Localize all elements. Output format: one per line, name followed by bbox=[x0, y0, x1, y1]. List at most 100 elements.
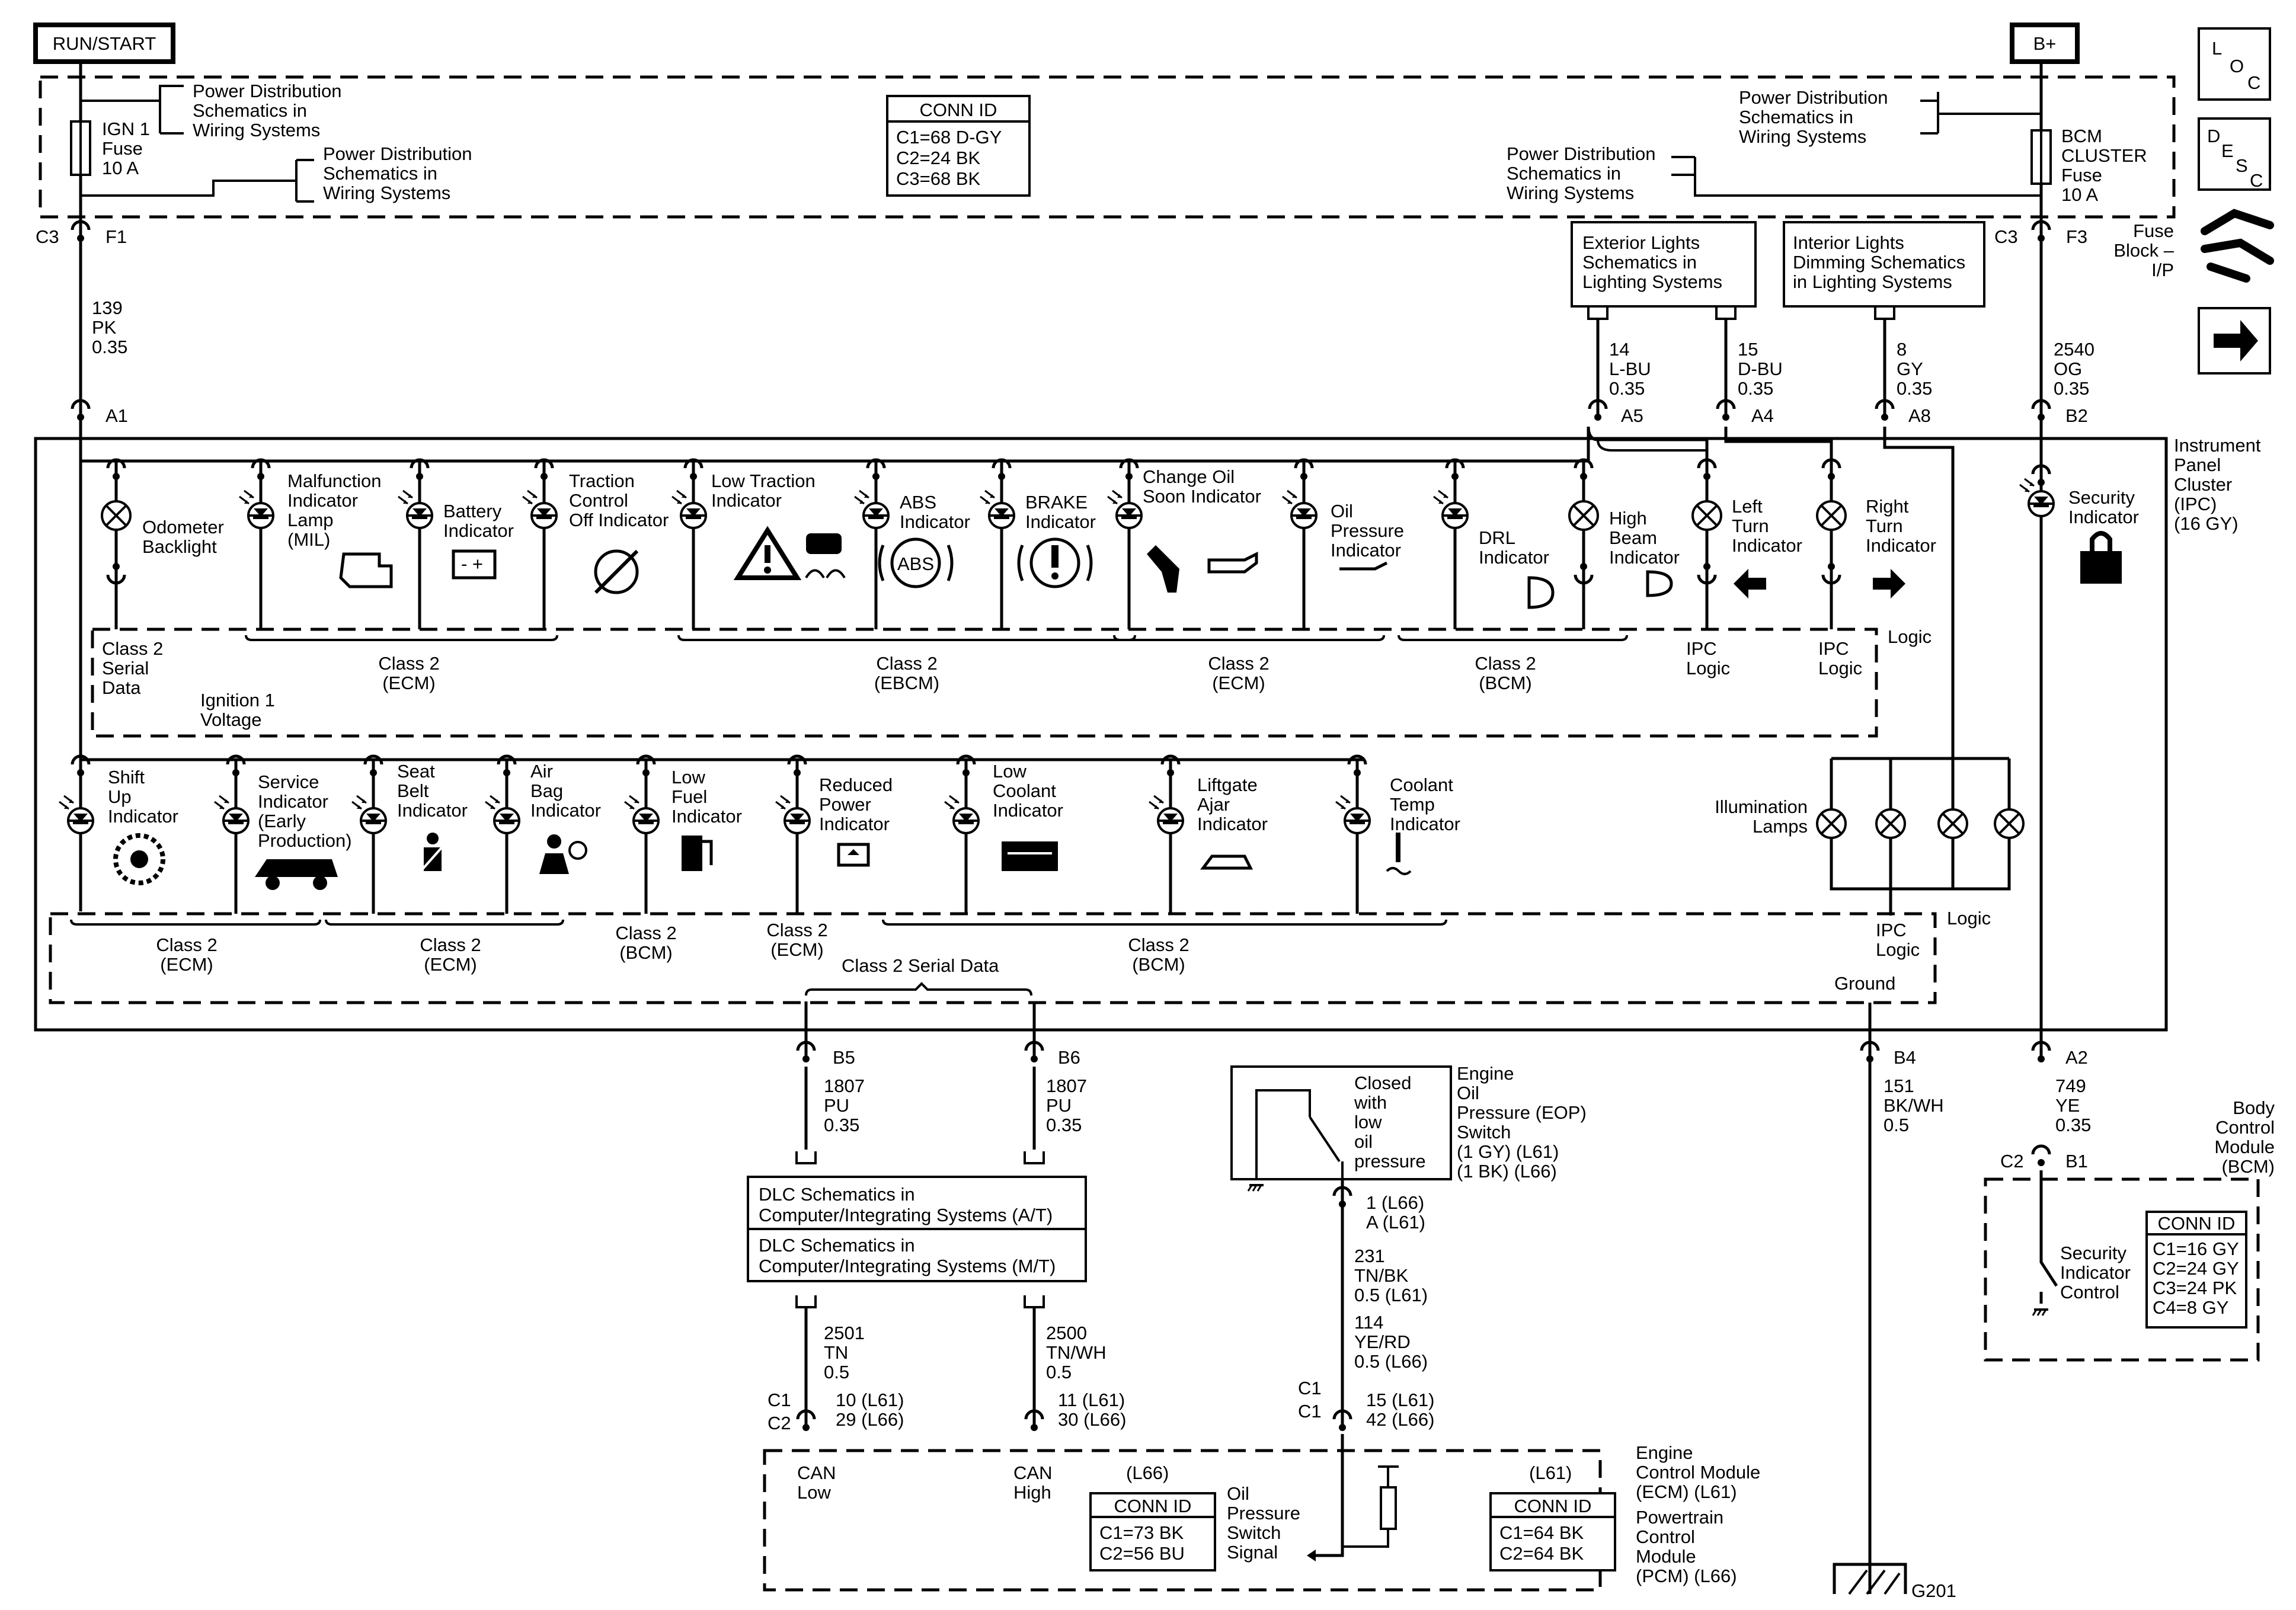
indicator-label: Indicator bbox=[1609, 547, 1680, 568]
wire-14: 14L-BU0.35 bbox=[1609, 339, 1651, 399]
indicator-label: Malfunction bbox=[287, 470, 382, 491]
abs-icon bbox=[878, 537, 954, 588]
skid-car-icon bbox=[805, 533, 846, 579]
next-page-arrow-icon[interactable] bbox=[2198, 307, 2271, 375]
indicator-label: Odometer bbox=[142, 517, 224, 537]
description-icon[interactable]: D E S C bbox=[2198, 117, 2271, 191]
svg-text:F1: F1 bbox=[105, 226, 127, 247]
svg-text:C2=24 GY: C2=24 GY bbox=[2153, 1258, 2239, 1279]
svg-text:10 A: 10 A bbox=[102, 158, 139, 178]
svg-text:1807: 1807 bbox=[824, 1076, 865, 1096]
svg-text:Power Distribution: Power Distribution bbox=[323, 143, 472, 164]
svg-text:(ECM): (ECM) bbox=[770, 939, 824, 960]
svg-text:Computer/Integrating Systems (: Computer/Integrating Systems (M/T) bbox=[759, 1256, 1056, 1276]
indicator-label: Fuel bbox=[671, 786, 707, 807]
indicator-label: Pressure bbox=[1331, 520, 1404, 541]
svg-text:0.35: 0.35 bbox=[1897, 378, 1932, 399]
connector-end-view-icon[interactable] bbox=[2201, 209, 2274, 283]
svg-text:0.5: 0.5 bbox=[1046, 1362, 1072, 1382]
location-icon[interactable]: L O C bbox=[2198, 27, 2271, 101]
conn-a5: A5 bbox=[1590, 401, 1643, 426]
svg-text:Wiring Systems: Wiring Systems bbox=[1507, 183, 1634, 203]
indicator-label: Indicator bbox=[1331, 540, 1401, 561]
svg-text:Schematics in: Schematics in bbox=[1582, 252, 1697, 273]
indicator-label: Coolant bbox=[993, 780, 1056, 801]
indicator-label: (MIL) bbox=[287, 529, 330, 550]
svg-text:(1 GY) (L61): (1 GY) (L61) bbox=[1457, 1141, 1559, 1162]
svg-text:C1: C1 bbox=[768, 1390, 791, 1410]
svg-text:30 (L66): 30 (L66) bbox=[1058, 1409, 1126, 1430]
eop-switch: Closed with low oil pressure bbox=[1230, 1065, 1452, 1192]
svg-text:Class 2: Class 2 bbox=[156, 934, 217, 955]
svg-text:Class 2: Class 2 bbox=[615, 923, 676, 943]
indicator-label: Ajar bbox=[1197, 794, 1230, 815]
fuel-pump-icon bbox=[682, 836, 713, 871]
brake-icon bbox=[1017, 537, 1093, 588]
svg-text:Fuse: Fuse bbox=[2133, 220, 2174, 241]
svg-text:Control Module: Control Module bbox=[1636, 1462, 1760, 1483]
svg-text:139: 139 bbox=[92, 297, 123, 318]
illumination-lamps: Illumination Lamps bbox=[1715, 757, 2025, 916]
svg-text:BCM: BCM bbox=[2061, 126, 2102, 146]
indicator-label: Indicator bbox=[1732, 535, 1802, 556]
indicator-label: Up bbox=[108, 786, 132, 807]
conn-b2: B2 bbox=[2033, 401, 2088, 426]
oil-can-icon bbox=[1207, 551, 1388, 574]
svg-text:2500: 2500 bbox=[1046, 1323, 1087, 1343]
svg-text:TN: TN bbox=[824, 1342, 848, 1363]
class2-bus-row1 bbox=[91, 628, 1878, 738]
svg-text:Class 2: Class 2 bbox=[1128, 934, 1189, 955]
svg-text:DLC Schematics in: DLC Schematics in bbox=[759, 1184, 915, 1205]
svg-text:Schematics in: Schematics in bbox=[323, 163, 437, 184]
indicator-label: DRL bbox=[1479, 527, 1515, 548]
ground-g201: G201 bbox=[1833, 1563, 1956, 1601]
class2-bus-row2 bbox=[49, 912, 1937, 1004]
indicator-label: Indicator bbox=[443, 520, 514, 541]
conn-c2-b1: C2 B1 bbox=[2000, 1146, 2088, 1172]
svg-text:14: 14 bbox=[1609, 339, 1629, 360]
svg-text:Schematics in: Schematics in bbox=[1507, 163, 1621, 184]
indicator-label: Indicator bbox=[671, 806, 742, 827]
svg-text:Logic: Logic bbox=[1888, 626, 1932, 647]
svg-text:IGN 1: IGN 1 bbox=[102, 119, 150, 139]
indicator-label: Indicator bbox=[1866, 535, 1936, 556]
svg-text:Logic: Logic bbox=[1876, 939, 1920, 960]
svg-text:Pressure (EOP): Pressure (EOP) bbox=[1457, 1102, 1587, 1123]
svg-text:C4=8 GY: C4=8 GY bbox=[2153, 1297, 2228, 1318]
svg-text:Pressure: Pressure bbox=[1227, 1503, 1300, 1523]
svg-text:OG: OG bbox=[2054, 359, 2082, 379]
svg-text:Class 2: Class 2 bbox=[766, 920, 827, 940]
svg-text:Logic: Logic bbox=[1818, 658, 1862, 678]
service-car-icon bbox=[255, 859, 338, 890]
svg-text:CAN: CAN bbox=[797, 1462, 836, 1483]
indicator-label: Bag bbox=[530, 780, 563, 801]
bus1-labels: Class 2 Serial Data Class 2 (ECM) Class … bbox=[102, 626, 1932, 698]
svg-text:Class 2 Serial Data: Class 2 Serial Data bbox=[842, 955, 999, 976]
svg-text:(L66): (L66) bbox=[1126, 1462, 1169, 1483]
indicator-label: Reduced bbox=[819, 774, 893, 795]
svg-text:D: D bbox=[2207, 126, 2220, 146]
bcm-conn-id: CONN ID C1=16 GY C2=24 GY C3=24 PK C4=8 … bbox=[2145, 1211, 2247, 1329]
svg-text:Engine: Engine bbox=[1457, 1063, 1514, 1084]
svg-text:Cluster: Cluster bbox=[2174, 474, 2232, 495]
svg-text:749: 749 bbox=[2055, 1076, 2086, 1096]
left-arrow-icon bbox=[1734, 569, 1766, 598]
svg-text:Oil: Oil bbox=[1457, 1083, 1479, 1103]
svg-text:(BCM): (BCM) bbox=[1479, 673, 1532, 693]
svg-text:Panel: Panel bbox=[2174, 454, 2221, 475]
svg-text:Power Distribution: Power Distribution bbox=[1507, 143, 1656, 164]
power-distribution-ref-3: Power Distribution Schematics in Wiring … bbox=[1739, 87, 1888, 147]
indicator-label: BRAKE bbox=[1025, 492, 1088, 513]
svg-text:Oil: Oil bbox=[1227, 1483, 1249, 1504]
